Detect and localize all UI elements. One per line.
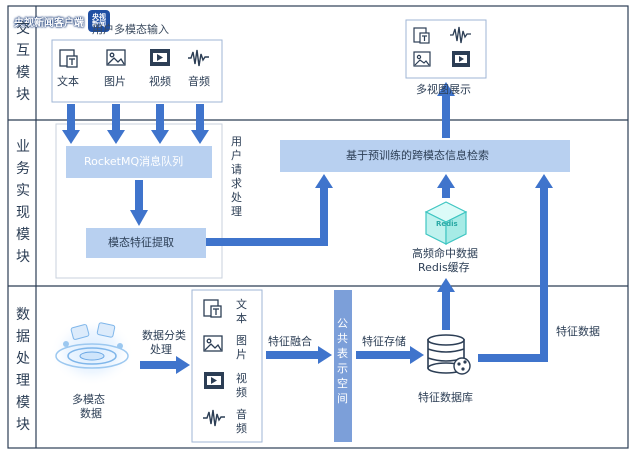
datatype-audio-char: 频 (236, 422, 247, 435)
public-space-char: 公 (337, 317, 348, 330)
text-icon (59, 49, 78, 68)
retrieval-box (280, 140, 570, 172)
database-icon (427, 334, 471, 375)
retrieval-label: 基于预训练的跨模态信息检索 (346, 149, 489, 162)
display-text-icon (413, 27, 430, 44)
layer-business-char: 务 (16, 161, 30, 177)
layer-interaction-char: 交 (16, 21, 30, 37)
input-label-text: 文本 (57, 75, 79, 88)
layer-interaction-char: 模 (16, 65, 30, 81)
feature-extract-box (86, 228, 206, 258)
classify-line2: 处理 (150, 343, 172, 356)
layer-data-char: 数 (16, 307, 30, 323)
input-label-video: 视频 (149, 75, 171, 88)
multiview-display-label: 多视图展示 (416, 83, 471, 96)
business-panel (55, 123, 223, 279)
layer-interaction-char: 互 (16, 43, 30, 59)
flow-arrows (62, 82, 553, 374)
image-icon (106, 49, 126, 66)
layer-business-char: 块 (16, 249, 30, 265)
datatype-panel (191, 289, 263, 443)
watermark: 央视新闻客户端 央视 新闻 (14, 10, 110, 32)
watermark-text: 央视新闻客户端 (14, 17, 84, 29)
data-image-icon (203, 335, 223, 352)
data-audio-icon (203, 409, 225, 427)
input-label-audio: 音频 (188, 75, 210, 88)
display-panel (405, 19, 487, 79)
audio-icon (188, 49, 209, 67)
user-request-char: 理 (231, 205, 242, 218)
public-space-char: 共 (337, 332, 348, 345)
redis-icon-label: Redis (436, 220, 458, 228)
classify-line1: 数据分类 (142, 329, 186, 342)
rocketmq-label: RocketMQ消息队列 (84, 155, 184, 168)
video-icon (150, 49, 170, 66)
public-space-bar (334, 290, 352, 442)
layer-business-char: 模 (16, 227, 30, 243)
feature-data-label: 特征数据 (556, 325, 600, 338)
public-space-char: 空 (337, 377, 348, 390)
user-request-char: 处 (231, 191, 242, 204)
database-label: 特征数据库 (418, 391, 473, 404)
data-video-icon (204, 372, 224, 389)
datatype-video-char: 视 (236, 372, 247, 385)
datatype-audio-char: 音 (236, 408, 247, 421)
layer-data-char: 处 (16, 351, 30, 367)
datatype-text-char: 文 (236, 298, 247, 311)
layer-data-char: 据 (16, 329, 30, 345)
layer-business-char: 实 (16, 183, 30, 199)
watermark-logo-line2: 新闻 (92, 20, 106, 28)
layer-business-char: 现 (16, 205, 30, 221)
multimodal-input-title: 用户多模态输入 (92, 23, 169, 36)
layer-data-char: 块 (16, 417, 30, 433)
public-space-char: 表 (337, 347, 348, 360)
multimodal-data-line2: 数据 (80, 407, 102, 420)
layer-business-char: 业 (16, 139, 30, 155)
watermark-logo-line1: 央视 (92, 12, 106, 21)
user-request-char: 求 (231, 177, 242, 190)
user-request-char: 请 (231, 163, 242, 176)
public-space-char: 示 (337, 362, 348, 375)
layer-interaction-char: 块 (16, 87, 30, 103)
redis-line1: 高频命中数据 (412, 247, 478, 260)
multimodal-data-graphic (50, 318, 134, 386)
storage-label: 特征存储 (362, 335, 406, 348)
display-audio-icon (450, 26, 471, 44)
layer-frames (7, 5, 629, 449)
input-label-image: 图片 (104, 75, 126, 88)
layer-data-char: 理 (16, 373, 30, 389)
multimodal-data-line1: 多模态 (72, 393, 105, 406)
datatype-text-char: 本 (236, 312, 247, 325)
redis-line2: Redis缓存 (418, 261, 470, 274)
redis-icon (424, 201, 468, 245)
fusion-label: 特征融合 (268, 335, 312, 348)
user-request-char: 户 (231, 149, 242, 162)
user-request-char: 用 (231, 135, 242, 148)
display-image-icon (413, 51, 431, 67)
input-panel (51, 39, 223, 103)
datatype-image-char: 图 (236, 334, 247, 347)
feature-extract-label: 模态特征提取 (108, 236, 174, 249)
datatype-image-char: 片 (236, 348, 247, 361)
display-video-icon (452, 51, 470, 67)
watermark-logo: 央视 新闻 (88, 10, 110, 32)
data-text-icon (203, 299, 222, 318)
layer-data-char: 模 (16, 395, 30, 411)
rocketmq-box (66, 146, 212, 178)
public-space-char: 间 (337, 392, 348, 405)
datatype-video-char: 频 (236, 386, 247, 399)
